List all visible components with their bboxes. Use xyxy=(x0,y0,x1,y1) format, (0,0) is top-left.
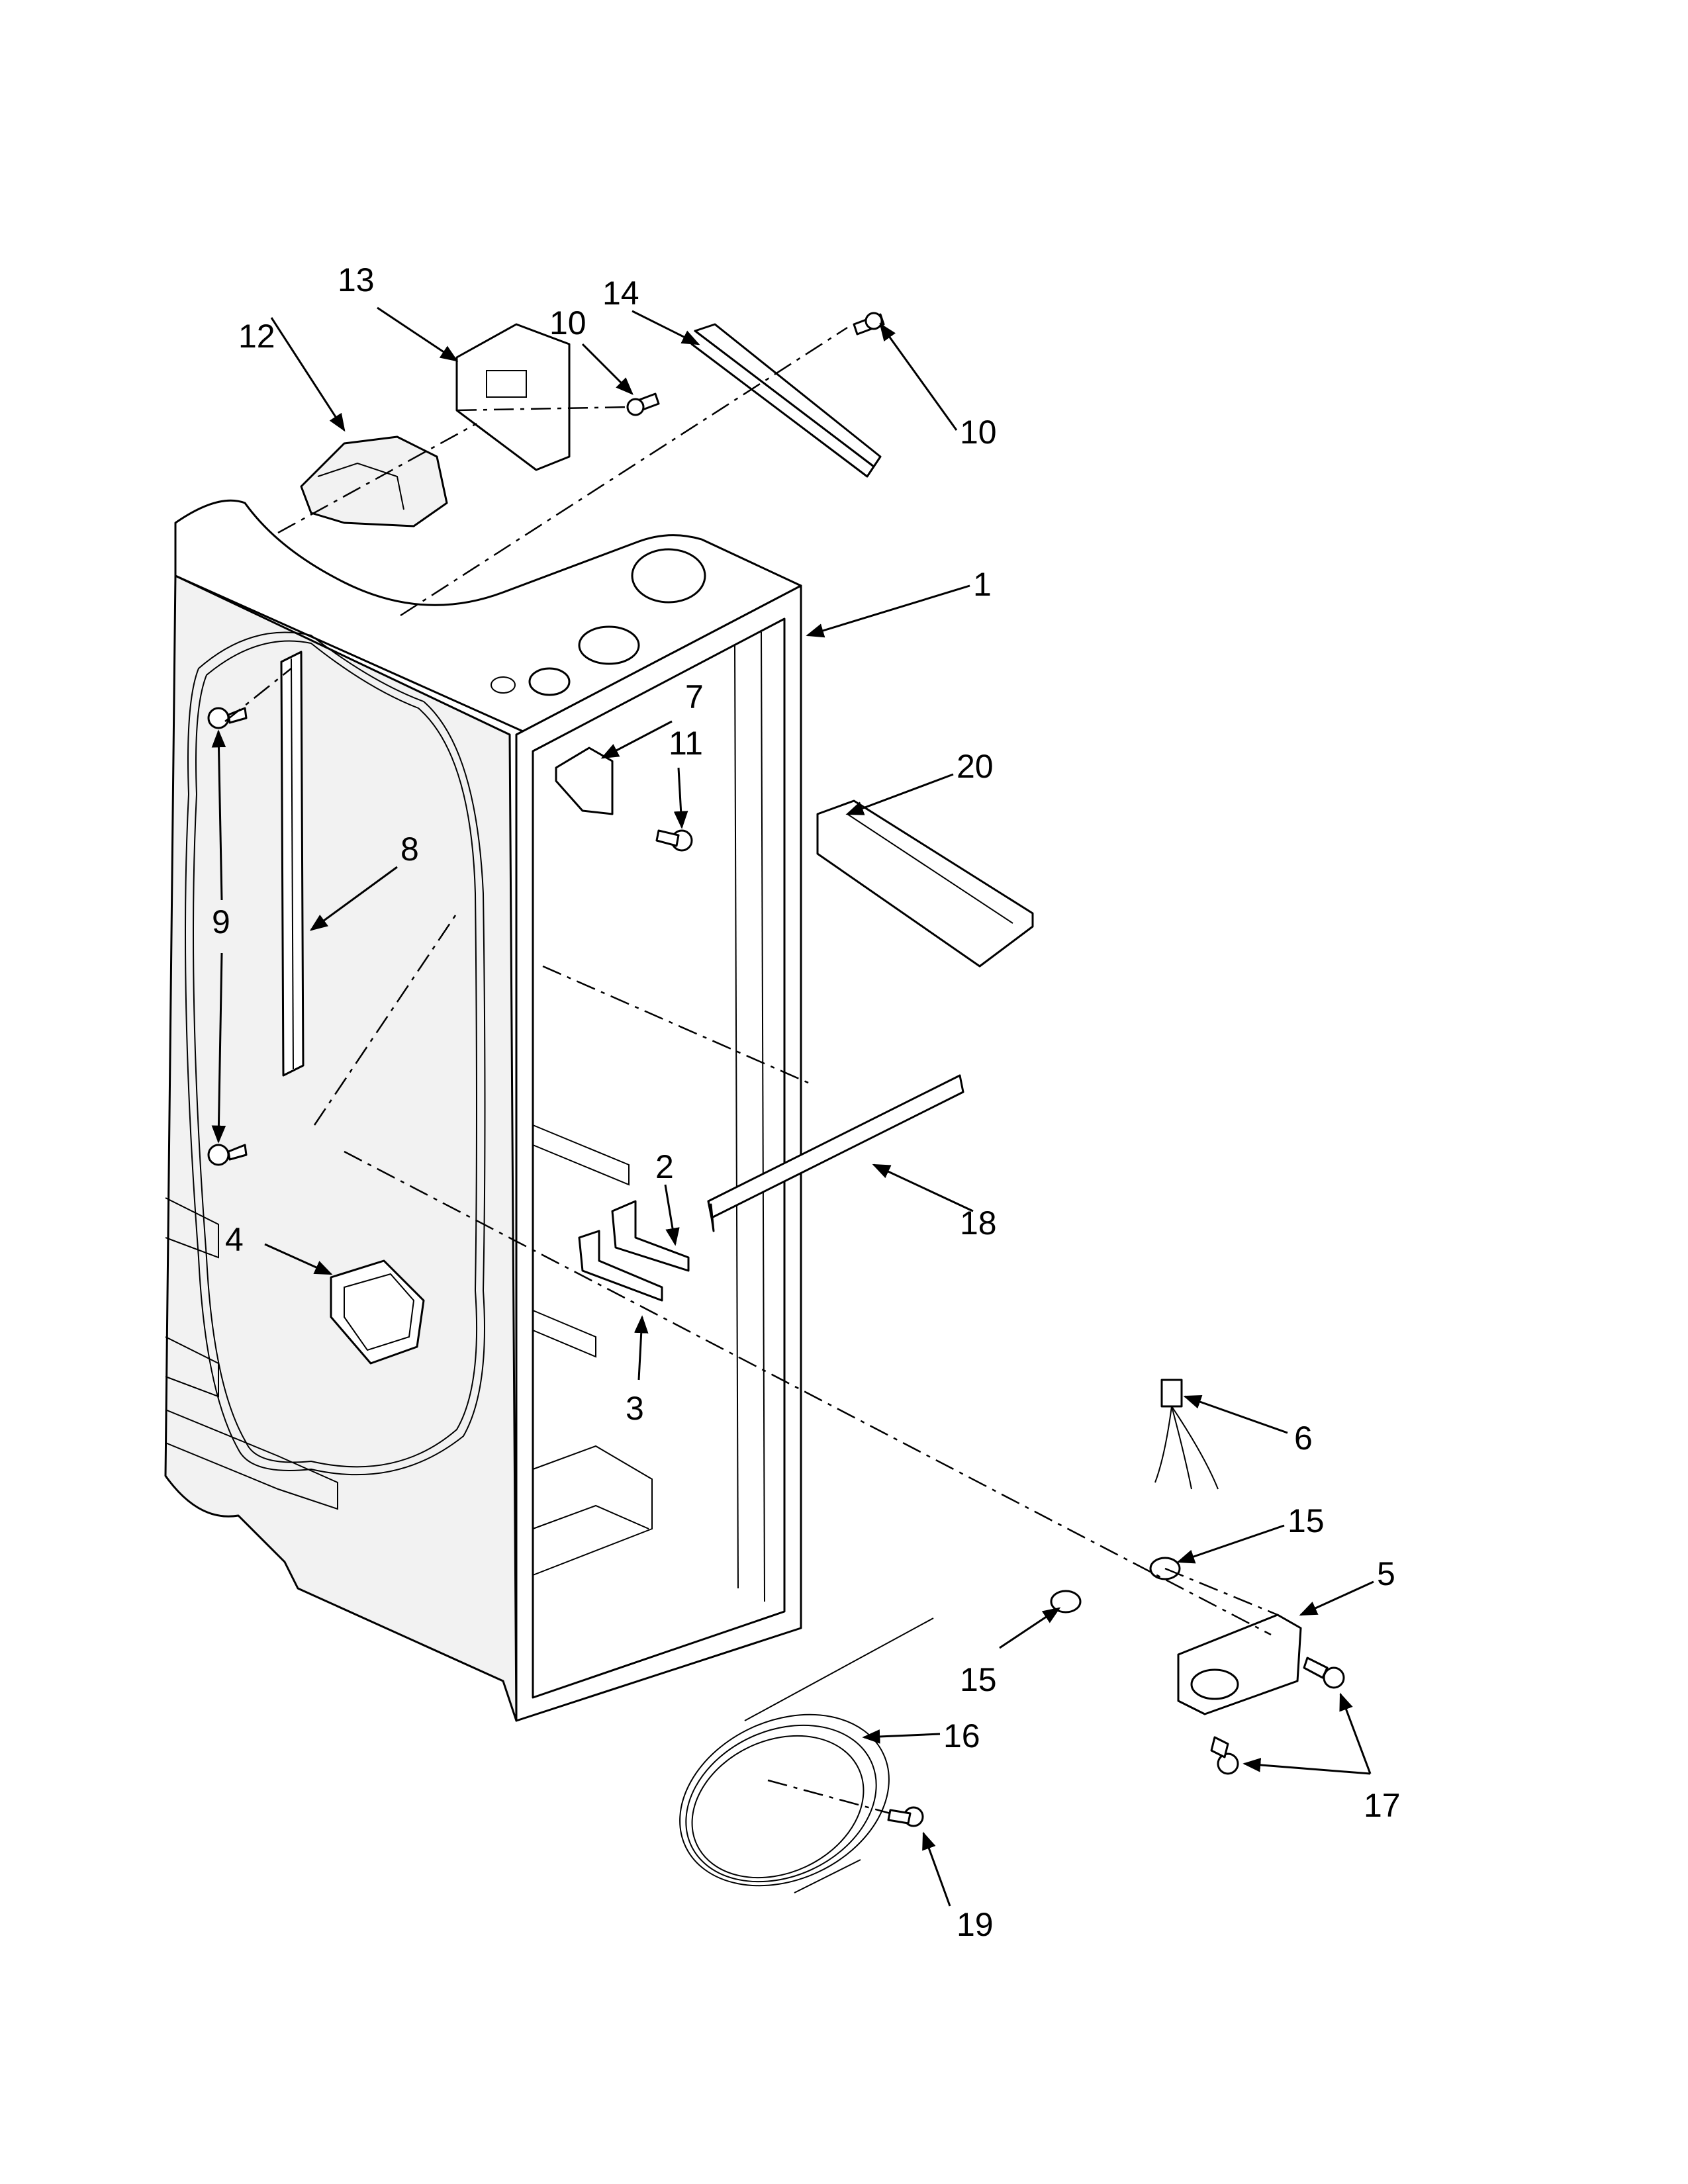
callout-15-upper: 15 xyxy=(1288,1502,1325,1539)
bulb-17-upper xyxy=(1303,1657,1345,1689)
callout-10-right: 10 xyxy=(960,414,997,451)
rail-20 xyxy=(816,799,1034,968)
callout-12: 12 xyxy=(238,318,275,355)
bar-18 xyxy=(707,1074,964,1232)
callout-13: 13 xyxy=(338,261,375,298)
callout-19: 19 xyxy=(957,1906,994,1943)
callout-8: 8 xyxy=(400,831,419,868)
callout-6: 6 xyxy=(1294,1420,1313,1457)
callout-2: 2 xyxy=(655,1148,674,1185)
callout-18: 18 xyxy=(960,1205,997,1242)
callout-5: 5 xyxy=(1377,1555,1395,1592)
callout-3: 3 xyxy=(626,1390,644,1427)
wire-harness xyxy=(1154,1379,1219,1490)
screw-11 xyxy=(655,829,693,852)
callout-17: 17 xyxy=(1364,1787,1401,1824)
vent-cover xyxy=(330,1259,425,1365)
leader-arrows xyxy=(211,306,1374,1907)
bracket-13 xyxy=(455,323,571,471)
cabinet-liner xyxy=(164,499,802,1722)
bracket-7 xyxy=(555,747,614,815)
callout-14: 14 xyxy=(602,275,639,312)
grommet-15-lower xyxy=(1050,1590,1082,1614)
screw-9-upper xyxy=(207,707,248,729)
callout-labels: 1 2 3 4 5 6 7 8 9 10 10 11 12 13 14 15 1… xyxy=(212,261,1401,1943)
assembly-lines xyxy=(224,326,1278,1815)
callout-7: 7 xyxy=(685,678,704,715)
callout-20: 20 xyxy=(957,748,994,785)
callout-11: 11 xyxy=(669,725,703,762)
light-housing xyxy=(1177,1614,1302,1715)
screw-10-left xyxy=(626,392,660,416)
coiled-tubing xyxy=(679,1617,934,1893)
callout-16: 16 xyxy=(943,1717,980,1754)
callout-4: 4 xyxy=(225,1221,244,1258)
screw-10-right xyxy=(853,312,885,336)
shelf-rail xyxy=(280,651,305,1077)
screw-19 xyxy=(887,1806,924,1827)
bulb-17-lower xyxy=(1210,1736,1239,1775)
screw-9-lower xyxy=(207,1144,248,1166)
callout-15-lower: 15 xyxy=(960,1661,997,1698)
control-housing xyxy=(300,435,448,527)
callout-9: 9 xyxy=(212,903,230,940)
callout-10-upper: 10 xyxy=(549,304,586,341)
callout-1: 1 xyxy=(973,566,992,603)
part-2 xyxy=(611,1200,690,1272)
part-3 xyxy=(578,1230,663,1302)
top-channel xyxy=(690,323,882,478)
